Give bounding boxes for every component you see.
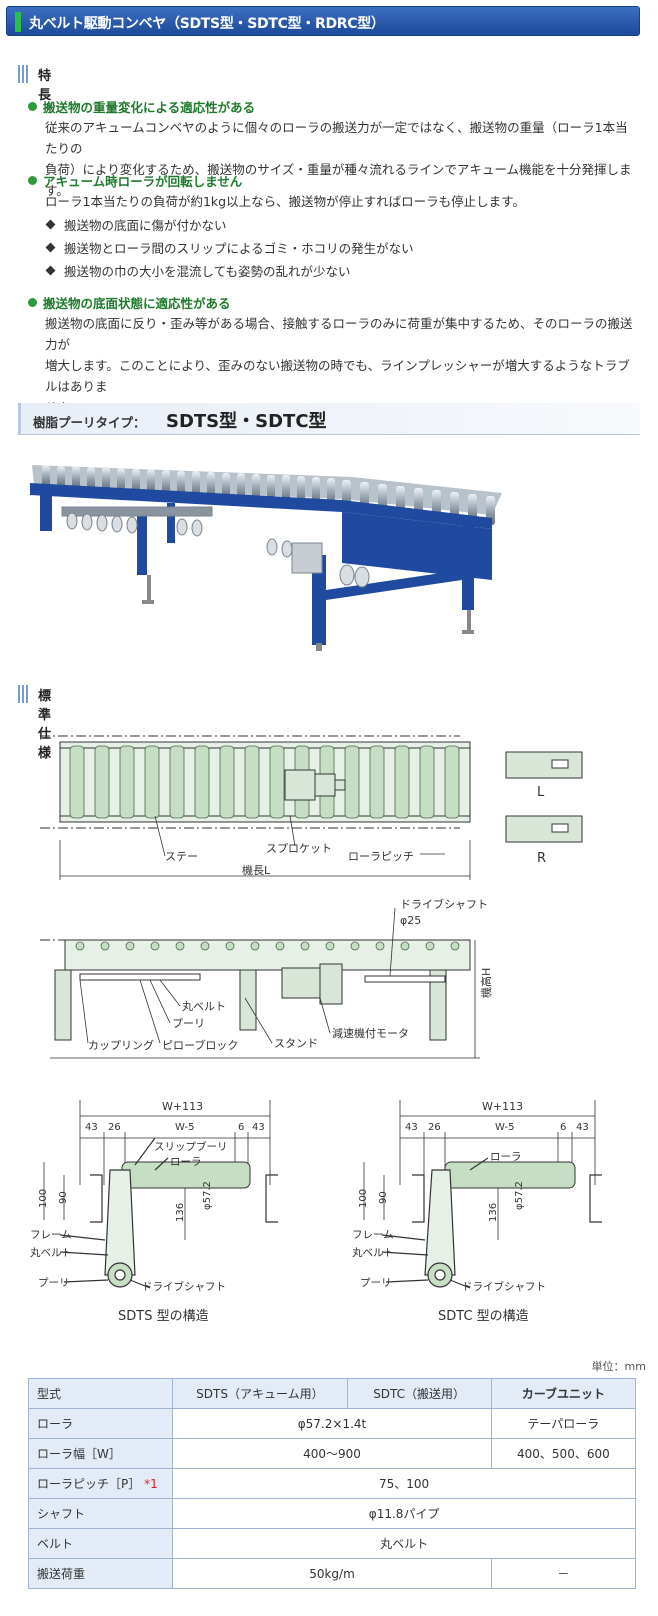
label-round-belt: 丸ベルト	[30, 1246, 72, 1259]
feature-bullet-2: 搬送物とローラ間のスリップによるゴミ・ホコリの発生がない	[45, 238, 414, 257]
spec-table: 型式 SDTS（アキューム用） SDTC（搬送用） カーブユニット ローラ φ5…	[27, 1378, 637, 1589]
dim-w5: W-5	[175, 1122, 194, 1133]
diamond-icon	[45, 265, 56, 276]
table-row: シャフト φ11.8パイプ	[27, 1498, 636, 1529]
dim-w113: W+113	[162, 1100, 203, 1113]
feature-body-3: 搬送物の底面に反り・歪み等がある場合、接触するローラのみに荷重が集中するため、そ…	[45, 316, 633, 415]
dim-43b: 43	[576, 1122, 589, 1133]
cross-section-sdtc: W+113 43 26 W-5 6 43 ローラ 100 90 136 φ57.…	[352, 1100, 602, 1324]
feature-bullet-3: 搬送物の巾の大小を混流しても姿勢の乱れが少ない	[45, 261, 351, 280]
table-header: 型式	[27, 1378, 174, 1409]
roller-bed	[32, 465, 502, 525]
green-dot-icon	[28, 298, 37, 307]
caption-sdtc: SDTC 型の構造	[438, 1309, 529, 1324]
dim-43: 43	[85, 1122, 98, 1133]
label-pulley: プーリ	[360, 1277, 392, 1289]
label-drive-shaft: ドライブシャフト	[462, 1280, 546, 1293]
dim-w5: W-5	[495, 1122, 514, 1133]
feature-body-1: 従来のアキュームコンベヤのように個々のローラの搬送力が一定ではなく、搬送物の重量…	[45, 120, 632, 198]
green-dot-icon	[28, 102, 37, 111]
page-title-bar: 丸ベルト駆動コンベヤ（SDTS型・SDTC型・RDRC型）	[6, 6, 640, 36]
table-header: カーブユニット	[490, 1378, 637, 1409]
top-rollers	[69, 745, 460, 819]
table-row: ローラピッチ［P］ *1 75、100	[27, 1468, 636, 1499]
table-row: ローラ幅［W］ 400〜900 400、500、600	[27, 1438, 637, 1469]
dim-90: 90	[58, 1191, 69, 1204]
table-header: SDTS（アキューム用）	[172, 1378, 348, 1409]
label-roller-pitch: ローラピッチ	[348, 850, 414, 863]
label-frame: フレーム	[30, 1229, 72, 1241]
unit-note: 単位：mm	[591, 1360, 646, 1373]
table-header: SDTC（搬送用）	[346, 1378, 492, 1409]
label-pulley: プーリ	[172, 1017, 205, 1030]
mark-l: L	[537, 785, 545, 800]
label-drive-shaft: ドライブシャフト	[400, 898, 488, 911]
dim-phi572: φ57.2	[202, 1181, 213, 1210]
label-stand: スタンド	[274, 1037, 318, 1050]
heading-bars-icon	[18, 685, 30, 703]
feet	[142, 575, 474, 651]
dim-26: 26	[428, 1122, 441, 1133]
label-length: 機長L	[242, 863, 271, 877]
pulley-row	[61, 506, 370, 588]
dim-6: 6	[560, 1122, 566, 1133]
label-slip-pulley: スリップブーリ	[154, 1140, 228, 1153]
side-view-drawing: ドライブシャフト φ25 丸ベルト プーリ カップリング ピローブロック スタン…	[40, 898, 493, 1059]
dim-136: 136	[488, 1203, 499, 1222]
heading-bars-icon	[18, 65, 30, 83]
feature-bullet-1: 搬送物の底面に傷が付かない	[45, 215, 227, 234]
label-phi25: φ25	[400, 914, 421, 927]
dim-43: 43	[405, 1122, 418, 1133]
mark-r: R	[537, 851, 546, 866]
dim-26: 26	[108, 1122, 121, 1133]
table-row: ローラ φ57.2×1.4t テーパローラ	[27, 1408, 637, 1439]
footnote-mark[interactable]: *1	[144, 1477, 158, 1491]
label-roller: ローラ	[490, 1151, 522, 1163]
green-dot-icon	[28, 176, 37, 185]
dim-phi572: φ57.2	[514, 1181, 525, 1210]
table-header-row: 型式 SDTS（アキューム用） SDTC（搬送用） カーブユニット	[27, 1378, 637, 1409]
feature-title-2: アキューム時ローラが回転しません	[28, 171, 242, 190]
feature-title-1: 搬送物の重量変化による適応性がある	[28, 97, 255, 116]
side-rollers	[75, 941, 460, 951]
cross-section-sdts: W+113 43 26 W-5 6 43 スリップブーリ ローラ 100 90 …	[30, 1100, 278, 1324]
page-title: 丸ベルト駆動コンベヤ（SDTS型・SDTC型・RDRC型）	[29, 16, 385, 32]
dim-43b: 43	[252, 1122, 265, 1133]
label-round-belt: 丸ベルト	[182, 1000, 226, 1013]
diamond-icon	[45, 219, 56, 230]
label-round-belt: 丸ベルト	[352, 1246, 394, 1259]
table-row: 搬送荷重 50kg/m －	[27, 1558, 637, 1589]
label-pulley: プーリ	[38, 1277, 70, 1289]
dim-6: 6	[238, 1122, 244, 1133]
label-stay: ステー	[165, 850, 198, 863]
conveyor-illustration	[30, 465, 502, 651]
dim-100: 100	[358, 1189, 369, 1208]
type-heading: 樹脂プーリタイプ： SDTS型・SDTC型	[18, 403, 640, 435]
label-motor: 減速機付モータ	[332, 1026, 409, 1040]
diamond-icon	[45, 242, 56, 253]
label-pillow-block: ピローブロック	[162, 1038, 238, 1052]
label-drive-shaft: ドライブシャフト	[142, 1280, 226, 1293]
label-height: 機高H	[479, 968, 493, 998]
dim-w113: W+113	[482, 1100, 523, 1113]
dim-100: 100	[38, 1189, 49, 1208]
label-sprocket: スプロケット	[266, 842, 332, 855]
sdtc-roller	[444, 1161, 576, 1189]
feature-title-3: 搬送物の底面状態に適応性がある	[28, 293, 231, 312]
label-roller: ローラ	[170, 1156, 202, 1168]
side-mark-boxes	[505, 751, 583, 843]
side-legs	[54, 963, 447, 1041]
feature-body-2: ローラ1本当たりの負荷が約1kg以上なら、搬送物が停止すればローラも停止します。	[45, 194, 525, 209]
dim-90: 90	[378, 1191, 389, 1204]
dim-136: 136	[175, 1203, 186, 1222]
title-accent	[15, 12, 21, 32]
label-frame: フレーム	[352, 1229, 394, 1241]
frame	[30, 483, 492, 645]
table-row: ベルト 丸ベルト	[27, 1528, 636, 1559]
label-coupling: カップリング	[88, 1038, 154, 1052]
top-motor	[284, 769, 346, 801]
top-view-drawing: ステー スプロケット ローラピッチ 機長L L R	[40, 735, 583, 880]
caption-sdts: SDTS 型の構造	[118, 1309, 209, 1324]
